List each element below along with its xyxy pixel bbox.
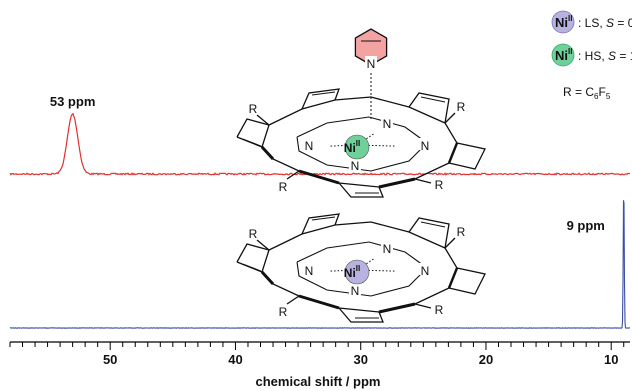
legend-item-ls: NiII : LS, S = 0 <box>551 10 632 34</box>
x-axis: 50 40 30 20 10 chemical shift / ppm <box>9 341 630 389</box>
spectrum-trace-hs <box>9 112 631 176</box>
ni-porphyrin-pyridine-structure: N N N N R R R R N NiII <box>236 28 486 198</box>
legend-ls-metal: NiII <box>555 14 572 30</box>
x-tick-label: 20 <box>479 352 493 367</box>
nitrogen-label-1: N <box>383 242 392 256</box>
legend: NiII : LS, S = 0 NiII : HS, S = 1 <box>551 10 632 67</box>
substituent-definition: R = C6F5 <box>563 85 611 101</box>
x-tick-label: 40 <box>228 352 242 367</box>
x-tick-label: 30 <box>353 352 367 367</box>
x-tick-label: 10 <box>604 352 618 367</box>
r-group-label: R <box>249 102 258 116</box>
nickel-label: NiII <box>344 139 360 155</box>
legend-ls-text: : LS, S = 0 <box>578 16 632 30</box>
x-tick-label: 50 <box>103 352 117 367</box>
peak-label-ls: 9 ppm <box>567 218 605 233</box>
r-group-label: R <box>457 100 466 114</box>
r-group-label: R <box>457 225 466 239</box>
nitrogen-label-3: N <box>351 284 360 298</box>
nickel-sphere-icon <box>344 259 370 285</box>
nickel-label: NiII <box>344 264 360 280</box>
x-axis-title: chemical shift / ppm <box>256 374 381 389</box>
r-group-label: R <box>249 227 258 241</box>
legend-item-hs: NiII : HS, S = 1 <box>551 43 632 67</box>
r-group-label: R <box>435 303 444 317</box>
pyridine-nitrogen-label: N <box>367 57 376 71</box>
nitrogen-label-3: N <box>351 159 360 173</box>
r-group-label: R <box>435 178 444 192</box>
nitrogen-label-1: N <box>383 117 392 131</box>
nitrogen-label-0: N <box>305 139 314 153</box>
r-group-label: R <box>279 305 288 319</box>
pyridine-ring <box>354 28 388 66</box>
r-group-label: R <box>279 180 288 194</box>
ni-hs-sphere-icon <box>551 43 575 67</box>
nitrogen-label-2: N <box>421 139 430 153</box>
x-axis-ticks: 50 40 30 20 10 <box>9 342 625 367</box>
nitrogen-label-0: N <box>305 264 314 278</box>
nickel-sphere-icon <box>344 134 370 160</box>
legend-hs-text: : HS, S = 1 <box>578 49 632 63</box>
spectrum-trace-ls <box>9 200 631 329</box>
peak-label-hs: 53 ppm <box>50 94 96 109</box>
ni-ls-sphere-icon <box>551 10 575 34</box>
nitrogen-label-2: N <box>421 264 430 278</box>
spectra-area: 53 ppm 9 ppm <box>9 94 631 329</box>
ni-porphyrin-structure: N N N N R R R R NiII <box>236 213 486 323</box>
legend-hs-metal: NiII <box>555 47 572 63</box>
